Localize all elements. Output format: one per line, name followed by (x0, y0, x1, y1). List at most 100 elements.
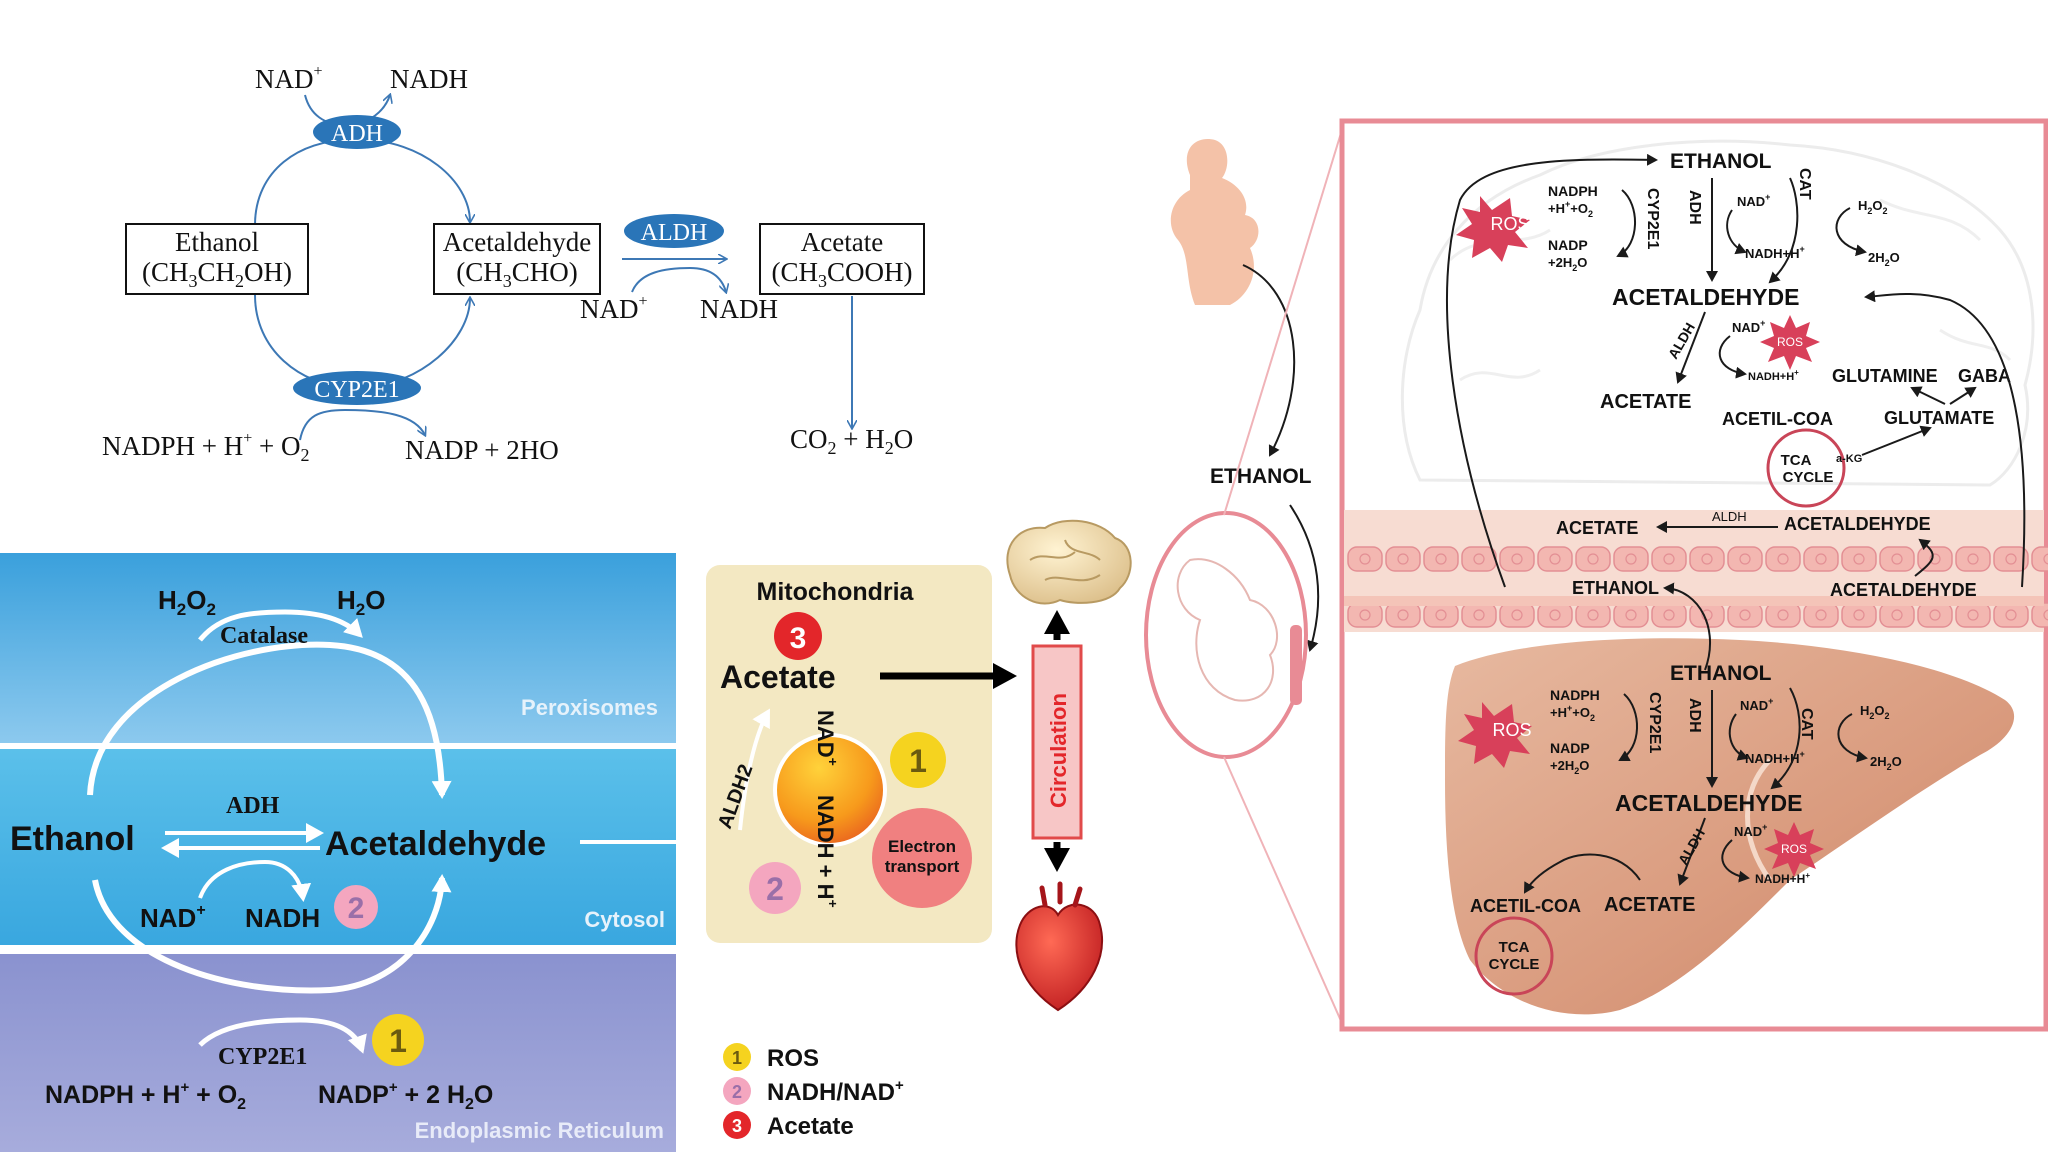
nadh-cell-label: NADH (245, 903, 320, 933)
uterus-outline (1144, 511, 1308, 759)
brain-cat-arrow (1768, 177, 1799, 284)
arc-nadph-nadp (299, 408, 425, 441)
electron-label-1: Electron (888, 837, 956, 856)
barrier-cells-top (1347, 546, 2048, 572)
h2o-label: H2O (337, 585, 385, 619)
brain-cyp-curve (1616, 189, 1636, 258)
ethanol-formula: (CH3CH2OH) (142, 257, 292, 291)
acetaldehyde-formula: (CH3CHO) (456, 257, 578, 291)
mitochondria-title: Mitochondria (757, 578, 915, 606)
barrier-cell (1499, 602, 1535, 628)
brain-ros-label: ROS (1490, 214, 1529, 234)
ethanol-name: Ethanol (175, 227, 259, 257)
cyp2e1-cell-label: CYP2E1 (218, 1044, 307, 1070)
brain-acetaldehyde: ACETALDEHYDE (1612, 284, 1799, 310)
legend: 1 ROS 2 NADH/NAD+ 3 Acetate (723, 1043, 904, 1140)
barrier-cell (1993, 602, 2029, 628)
badge-2-mito (749, 862, 801, 914)
nad-plus-2-label: NAD+ (580, 293, 648, 324)
top-scheme: ADH NAD+ NADH Ethanol (CH3CH2OH) Acetald… (102, 63, 925, 465)
ethanol-out-liver-arrow (1663, 582, 1711, 671)
legend-item-nadh: 2 NADH/NAD+ (723, 1077, 904, 1106)
barrier-cell-nucleus (1967, 553, 1979, 565)
liver-nad-curve (1728, 713, 1749, 761)
cyp2e1-label: CYP2E1 (314, 377, 399, 403)
badge-1-mito-text: 1 (909, 743, 927, 779)
barrier-cell-nucleus (1549, 553, 1561, 565)
barrier-cell-nucleus (1397, 609, 1409, 621)
heart-vessels (1039, 881, 1083, 908)
brain-adh: ADH (1686, 190, 1703, 225)
nadh-label: NADH (390, 64, 468, 94)
liver-ros2-burst (1764, 822, 1824, 877)
liver-acetaldehyde: ACETALDEHYDE (1615, 790, 1802, 816)
brain-nad: NAD+ (1737, 192, 1770, 209)
barrier-cell (1993, 546, 2029, 572)
nadp-cell-label: NADP+ + 2 H2O (318, 1079, 493, 1113)
adh-cell-label: ADH (226, 793, 280, 819)
barrier-cell-nucleus (1739, 609, 1751, 621)
brain-icon (1006, 519, 1132, 605)
aldh-enzyme (624, 214, 724, 248)
barrier-cell (1955, 546, 1991, 572)
barrier-acetaldehyde-bottom: ACETALDEHYDE (1830, 580, 1977, 600)
barrier-cell-nucleus (1587, 609, 1599, 621)
barrier-cell-nucleus (1473, 609, 1485, 621)
barrier-cell (2031, 546, 2048, 572)
er-label: Endoplasmic Reticulum (415, 1118, 664, 1143)
nadph-cell-label: NADPH + H+ + O2 (45, 1079, 246, 1113)
liver-nadp: NADP (1550, 740, 1590, 756)
brain-nad-curve (1726, 209, 1747, 255)
mito-nadh-label: NADH + H+ (813, 795, 841, 908)
electron-transport-circle (872, 808, 972, 908)
barrier-cell (2031, 602, 2048, 628)
liver-cyp2e1: CYP2E1 (1646, 692, 1663, 753)
brain-ethanol: ETHANOL (1670, 150, 1772, 173)
aldh2-arrow (738, 708, 770, 831)
legend-label: Acetate (767, 1113, 854, 1140)
liver-nad2: NAD+ (1734, 822, 1767, 839)
brain-nadp: NADP (1548, 237, 1588, 253)
barrier-cell (1841, 602, 1877, 628)
acetaldehyde-label: Acetaldehyde (325, 825, 546, 863)
liver-nadh2: NADH+H+ (1755, 871, 1810, 886)
brain-ros2-burst (1760, 315, 1820, 370)
mito-acetate-label: Acetate (720, 659, 836, 695)
barrier-aldh: ALDH (1712, 509, 1747, 524)
brain-tca-2: CYCLE (1783, 469, 1834, 486)
liver-h-o2: +H++O2 (1550, 703, 1595, 723)
barrier-cell-nucleus (2005, 553, 2017, 565)
arc-ethanol-to-adh (254, 139, 351, 226)
liver-tca-circle (1474, 916, 1554, 996)
barrier-cell-nucleus (1777, 553, 1789, 565)
organ-panel: ETHANOL NADPH +H++O2 NADP +2H2O ROS CYP2… (1339, 118, 2048, 1032)
liver-shape (1445, 638, 2015, 1015)
brain-tca-1: TCA (1781, 452, 1812, 469)
barrier-cell (1385, 546, 1421, 572)
arrow-woman-to-ethanol (1242, 264, 1296, 457)
barrier-cell-nucleus (1359, 609, 1371, 621)
liver-tca-1: TCA (1499, 939, 1530, 956)
liver-cyp-curve (1618, 693, 1638, 761)
barrier-cell (1575, 602, 1611, 628)
barrier-cell-nucleus (2043, 609, 2048, 621)
liver-nadh: NADH+H+ (1745, 749, 1805, 766)
barrier-cell-nucleus (1929, 553, 1941, 565)
liver-aldh-arrow (1677, 817, 1706, 886)
liver-acetil-coa: ACETIL-COA (1470, 896, 1581, 916)
badge-3-mito (774, 612, 822, 660)
liver-pathway: ETHANOL NADPH +H++O2 NADP +2H2O ROS CYP2… (1458, 662, 1902, 996)
liver-h2o2: H2O2 (1860, 703, 1890, 721)
liver-h2o2-side: +2H2O (1550, 758, 1589, 776)
loop-bottom-arrow (92, 874, 452, 994)
barrier-cell-nucleus (1663, 609, 1675, 621)
barrier-cell (1841, 546, 1877, 572)
barrier-cell (1917, 602, 1953, 628)
barrier-acetaldehyde-top: ACETALDEHYDE (1784, 514, 1931, 534)
barrier-cell-nucleus (1701, 553, 1713, 565)
badge-2-mito-text: 2 (766, 871, 784, 907)
barrier-cell (1461, 602, 1497, 628)
liver-ros-label: ROS (1492, 720, 1531, 740)
loop-top-arrow (87, 641, 452, 799)
